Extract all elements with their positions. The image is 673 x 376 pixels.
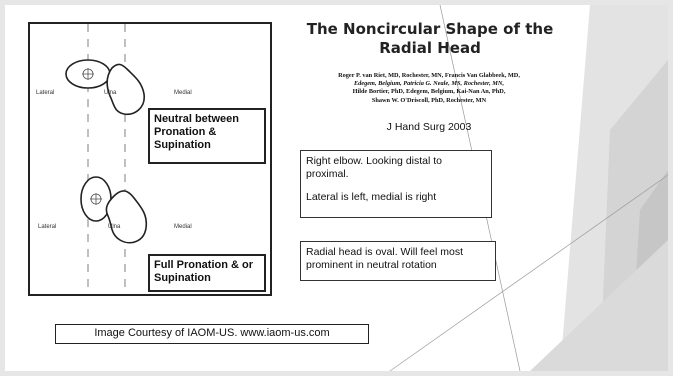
authors-line-2: Edegem, Belgium, Patricia G. Neale, MS, … (353, 80, 505, 88)
authors-line-4: Shawn W. O'Driscoll, PhD, Rochester, MN (371, 96, 487, 104)
orientation-note: Right elbow. Looking distal to proximal.… (300, 150, 492, 218)
slide-title: The Noncircular Shape of the Radial Head (306, 20, 554, 57)
elbow-diagram (65, 24, 148, 294)
bottom-ulna-label: Ulna (108, 224, 121, 230)
bottom-lateral-label: Lateral (38, 224, 57, 230)
image-courtesy: Image Courtesy of IAOM-US. www.iaom-us.c… (55, 324, 369, 344)
full-rotation-box: Full Pronation & or Supination (148, 254, 266, 292)
authors-line-1: Roger P. van Riet, MD, Rochester, MN, Fr… (338, 72, 520, 79)
elbow-figure: Lateral Ulna Medial Neutral between Pron… (28, 22, 272, 296)
top-ulna-label: Ulna (104, 90, 117, 96)
orientation-note-line-1: Right elbow. Looking distal to proximal. (306, 155, 443, 180)
author-list: Roger P. van Riet, MD, Rochester, MN, Fr… (290, 72, 568, 105)
bottom-medial-label: Medial (174, 224, 192, 230)
journal-citation: J Hand Surg 2003 (386, 121, 472, 133)
top-lateral-label: Lateral (36, 90, 55, 96)
neutral-rotation-box: Neutral between Pronation & Supination (148, 108, 266, 164)
radial-head-note: Radial head is oval. Will feel most prom… (300, 241, 496, 281)
authors-line-3: Hilde Bortier, PhD, Edegem, Belgium, Kai… (352, 88, 506, 96)
orientation-note-line-2: Lateral is left, medial is right (306, 191, 437, 203)
top-medial-label: Medial (174, 90, 192, 96)
